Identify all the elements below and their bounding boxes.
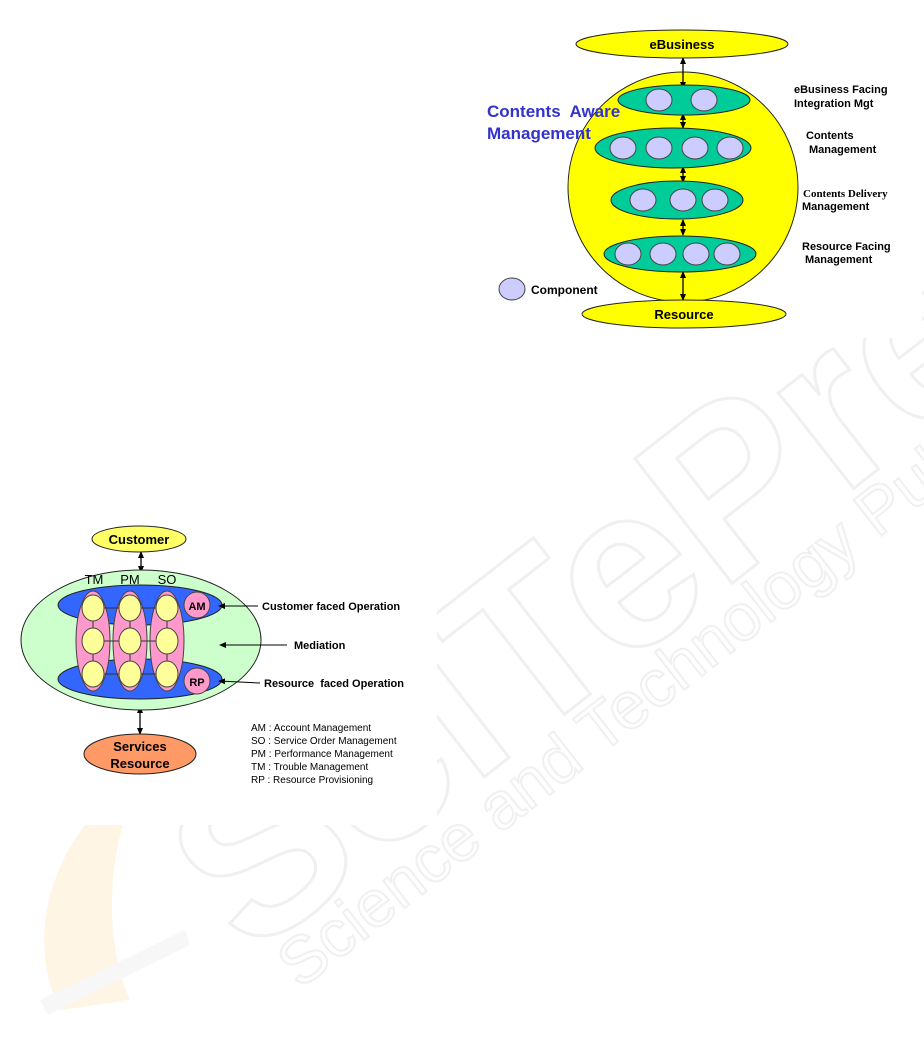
customer-node — [91, 525, 187, 553]
figure-operation-mediation: Customer TM PM SO — [0, 515, 437, 825]
arrow-resource-faced — [218, 678, 261, 685]
figure-contents-aware-management: eBusiness Resource — [484, 20, 922, 338]
layer-ebusiness-facing — [617, 84, 751, 116]
component — [669, 188, 697, 212]
node — [155, 660, 179, 688]
node-grid — [81, 594, 179, 688]
legend-component-icon — [498, 277, 526, 301]
node — [81, 627, 105, 655]
component — [629, 188, 657, 212]
legend-line-am: AM : Account Management — [251, 723, 371, 734]
component — [645, 88, 673, 112]
column-label-so: SO — [158, 572, 177, 587]
node — [118, 627, 142, 655]
resource-node — [581, 299, 787, 329]
legend-line-so: SO : Service Order Management — [251, 736, 397, 747]
layer1-label-line2: Integration Mgt — [794, 98, 874, 110]
ebusiness-node — [575, 29, 789, 59]
component — [690, 88, 718, 112]
node — [118, 660, 142, 688]
customer-faced-label: Customer faced Operation — [262, 601, 400, 613]
column-label-tm: TM — [85, 572, 104, 587]
layer-contents-delivery — [610, 180, 744, 220]
node — [155, 627, 179, 655]
customer-label: Customer — [109, 532, 170, 547]
component — [716, 136, 744, 160]
rp-node — [183, 667, 211, 695]
component — [649, 242, 677, 266]
layer2-label-line2: Management — [809, 144, 877, 156]
component — [681, 136, 709, 160]
layer-contents-management — [594, 127, 752, 169]
legend-line-tm: TM : Trouble Management — [251, 762, 368, 773]
legend-line-rp: RP : Resource Provisioning — [251, 775, 373, 786]
services-label-line1: Services — [113, 739, 167, 754]
am-node — [183, 591, 211, 619]
layer-resource-facing — [603, 235, 757, 273]
layer4-label-line2: Management — [805, 254, 873, 266]
column-label-pm: PM — [120, 572, 140, 587]
layer2-label-line1: Contents — [806, 130, 854, 142]
node — [155, 594, 179, 622]
layer-ellipse — [603, 235, 757, 273]
component — [614, 242, 642, 266]
layer3-label-line1: Contents Delivery — [803, 188, 888, 200]
component — [701, 188, 729, 212]
layer1-label-line1: eBusiness Facing — [794, 84, 888, 96]
resource-label: Resource — [654, 307, 713, 322]
services-label-line2: Resource — [110, 756, 169, 771]
am-label: AM — [188, 601, 205, 613]
ebusiness-label: eBusiness — [649, 37, 714, 52]
resource-faced-label: Resource faced Operation — [264, 678, 404, 690]
legend-line-pm: PM : Performance Management — [251, 749, 393, 760]
node — [81, 594, 105, 622]
layer-ellipse — [594, 127, 752, 169]
legend-component-label: Component — [531, 283, 598, 297]
contents-aware-title-line2: Management — [487, 124, 591, 143]
layer3-label-line2: Management — [802, 201, 870, 213]
component — [645, 136, 673, 160]
mediation-label: Mediation — [294, 640, 346, 652]
layer4-label-line1: Resource Facing — [802, 241, 891, 253]
services-resource-node — [83, 733, 197, 775]
component — [682, 242, 710, 266]
contents-aware-title-line1: Contents Aware — [487, 102, 620, 121]
watermark-logo-swoosh — [40, 780, 190, 1015]
component — [713, 242, 741, 266]
node — [81, 660, 105, 688]
rp-label: RP — [189, 677, 204, 689]
node — [118, 594, 142, 622]
layer-ellipse — [617, 84, 751, 116]
component — [609, 136, 637, 160]
